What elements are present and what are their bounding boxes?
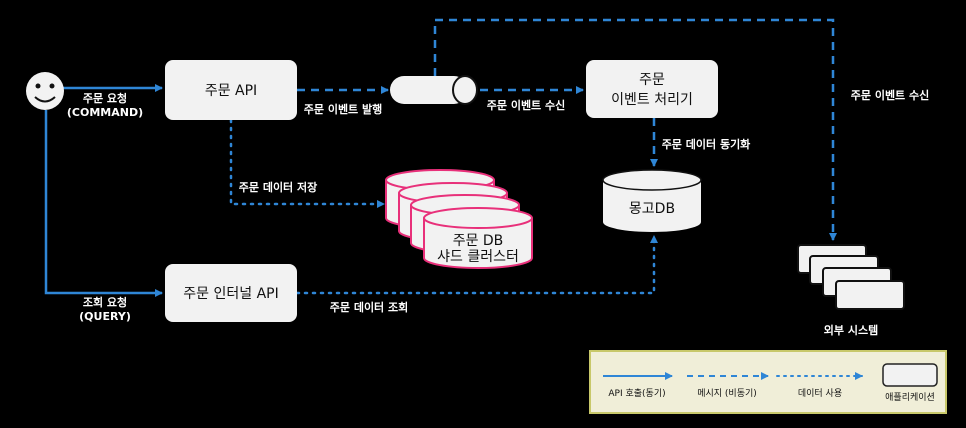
legend: API 호출(동기) 메시지 (비동기) 데이터 사용 애플리케이션 bbox=[589, 350, 947, 414]
event-processor-box: 주문 이벤트 처리기 bbox=[586, 60, 718, 118]
publish-label: 주문 이벤트 발행 bbox=[304, 102, 383, 116]
shard-cylinder-4 bbox=[423, 207, 533, 269]
receive-label: 주문 이벤트 수신 bbox=[487, 98, 566, 112]
command-label-1: 주문 요청 bbox=[83, 91, 127, 105]
shard-label-1: 주문 DB bbox=[453, 233, 504, 249]
query-arrow bbox=[44, 110, 163, 297]
external-system-stack bbox=[797, 244, 905, 310]
shard-label-2: 샤드 클러스터 bbox=[437, 249, 519, 265]
event-processor-label-1: 주문 bbox=[639, 72, 665, 88]
shard-cluster: 주문 DB 샤드 클러스터 bbox=[385, 169, 533, 269]
order-api-label: 주문 API bbox=[205, 83, 257, 99]
external-system-label: 외부 시스템 bbox=[824, 323, 878, 337]
legend-api-call-label: API 호출(동기) bbox=[608, 388, 665, 399]
sync-label: 주문 데이터 동기화 bbox=[662, 137, 751, 151]
order-internal-api-box: 주문 인터널 API bbox=[165, 264, 297, 322]
legend-application-box bbox=[882, 363, 938, 387]
query-data-arrow bbox=[295, 234, 658, 295]
legend-application-label: 애플리케이션 bbox=[885, 392, 935, 403]
query-data-label: 주문 데이터 조회 bbox=[330, 300, 409, 314]
command-label-2: (COMMAND) bbox=[67, 106, 143, 119]
save-label: 주문 데이터 저장 bbox=[239, 180, 318, 194]
message-queue-icon bbox=[390, 75, 478, 105]
external-receive-arrow bbox=[433, 18, 837, 241]
user-icon bbox=[26, 72, 64, 110]
save-arrow bbox=[229, 118, 386, 208]
event-processor-label-2: 이벤트 처리기 bbox=[611, 92, 693, 108]
order-internal-api-label: 주문 인터널 API bbox=[183, 286, 278, 302]
legend-data-use-label: 데이터 사용 bbox=[798, 388, 842, 399]
external-receive-label: 주문 이벤트 수신 bbox=[851, 88, 930, 102]
query-label-2: (QUERY) bbox=[79, 310, 131, 323]
order-api-box: 주문 API bbox=[165, 60, 297, 120]
mongo-db-label: 몽고DB bbox=[629, 201, 675, 217]
legend-message-label: 메시지 (비동기) bbox=[697, 388, 757, 399]
mongo-db-cylinder: 몽고DB bbox=[602, 169, 702, 232]
query-label-1: 조회 요청 bbox=[83, 295, 127, 309]
